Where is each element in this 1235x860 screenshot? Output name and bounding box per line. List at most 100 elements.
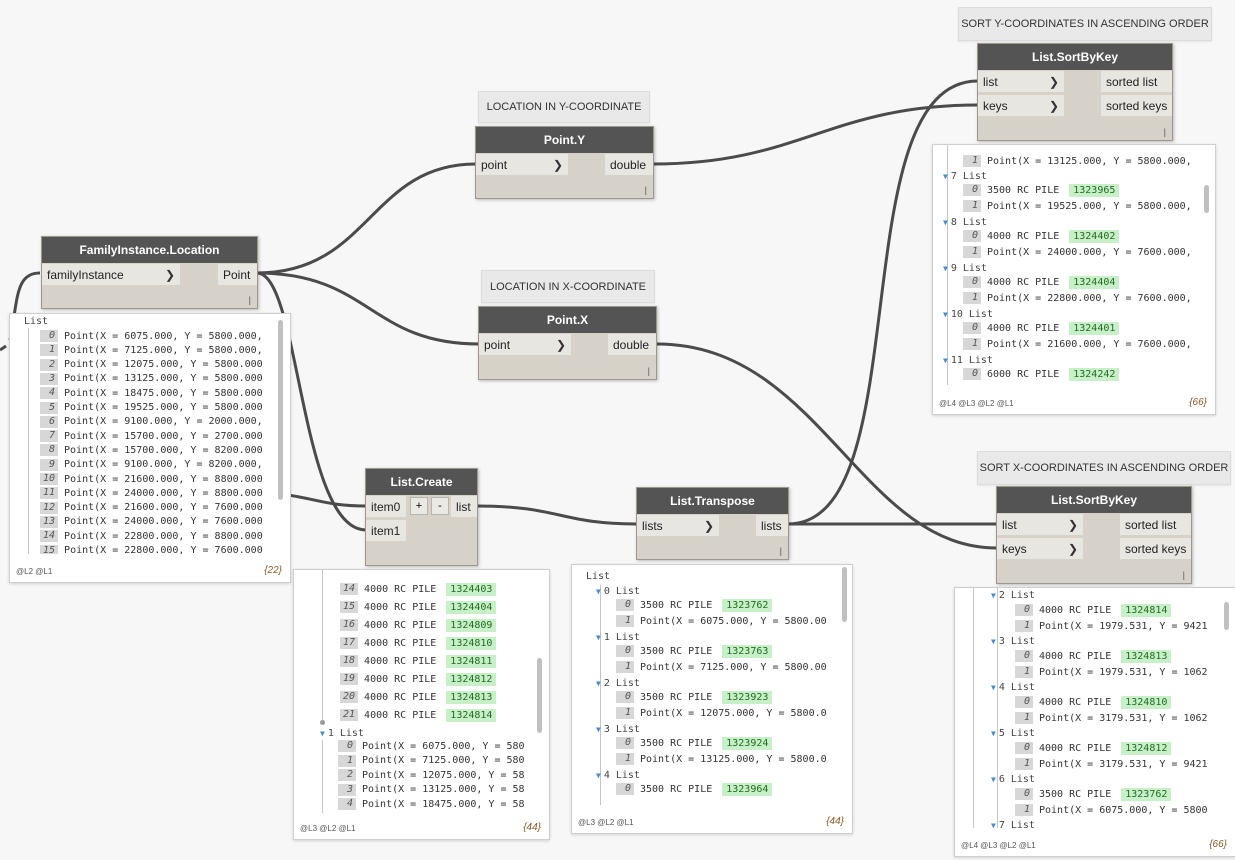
- input-port-point[interactable]: point❯: [479, 334, 571, 355]
- node-point-x[interactable]: Point.X point❯ double |: [478, 306, 657, 380]
- lacing-indicator[interactable]: |: [1182, 570, 1185, 580]
- list-group-header[interactable]: ▼7 List: [991, 818, 1035, 829]
- input-port-item0[interactable]: item0: [366, 496, 406, 517]
- lacing-indicator[interactable]: |: [1163, 127, 1166, 137]
- node-list-transpose[interactable]: List.Transpose lists❯ lists |: [636, 487, 789, 560]
- output-port-sorted-list[interactable]: sorted list: [1120, 514, 1191, 535]
- scrollbar[interactable]: [1224, 602, 1229, 630]
- input-port-list[interactable]: list❯: [978, 71, 1064, 92]
- add-input-button[interactable]: +: [410, 497, 428, 515]
- list-group-header[interactable]: ▼1 List: [596, 630, 640, 644]
- output-port-lists[interactable]: lists: [756, 515, 788, 536]
- output-port-sorted-keys[interactable]: sorted keys: [1120, 538, 1191, 559]
- list-group-header[interactable]: ▼2 List: [596, 676, 640, 690]
- remove-input-button[interactable]: -: [431, 497, 449, 515]
- input-port-list[interactable]: list❯: [997, 514, 1083, 535]
- input-port-keys[interactable]: keys❯: [997, 538, 1083, 559]
- list-group-header[interactable]: ▼3 List: [991, 634, 1035, 648]
- note-location-y[interactable]: LOCATION IN Y-COORDINATE: [478, 91, 650, 123]
- output-port-double[interactable]: double: [608, 334, 656, 355]
- list-group-header[interactable]: ▼0 List: [596, 584, 640, 598]
- node-familyinstance-location[interactable]: FamilyInstance.Location familyInstance❯ …: [41, 236, 258, 309]
- note-location-x[interactable]: LOCATION IN X-COORDINATE: [481, 270, 655, 303]
- scrollbar[interactable]: [1204, 185, 1209, 213]
- output-port-double[interactable]: double: [605, 154, 653, 175]
- output-port-list[interactable]: list: [451, 496, 477, 517]
- output-port-sorted-keys[interactable]: sorted keys: [1101, 95, 1172, 116]
- input-port-familyinstance[interactable]: familyInstance❯: [42, 264, 180, 285]
- scrollbar[interactable]: [278, 320, 283, 500]
- lacing-indicator[interactable]: |: [248, 295, 251, 305]
- lacing-indicator[interactable]: |: [647, 366, 650, 376]
- list-group-header[interactable]: ▼7 List: [943, 169, 987, 183]
- list-group-header[interactable]: ▼11 List: [943, 353, 993, 367]
- output-port-point[interactable]: Point: [218, 264, 257, 285]
- list-group-header[interactable]: ▼4 List: [991, 680, 1035, 694]
- input-port-keys[interactable]: keys❯: [978, 95, 1064, 116]
- output-port-sorted-list[interactable]: sorted list: [1101, 71, 1172, 92]
- list-group-header[interactable]: ▼9 List: [943, 261, 987, 275]
- list-group-header[interactable]: ▼5 List: [991, 726, 1035, 740]
- note-sort-x[interactable]: SORT X-COORDINATES IN ASCENDING ORDER: [977, 451, 1231, 485]
- node-sortbykey-x[interactable]: List.SortByKey list❯ keys❯ sorted list s…: [996, 486, 1192, 584]
- node-sortbykey-y[interactable]: List.SortByKey list❯ keys❯ sorted list s…: [977, 43, 1173, 141]
- lacing-indicator[interactable]: |: [644, 185, 647, 195]
- input-port-item1[interactable]: item1: [366, 520, 406, 541]
- scrollbar[interactable]: [842, 567, 847, 622]
- scrollbar[interactable]: [537, 658, 542, 733]
- list-group-header[interactable]: ▼6 List: [991, 772, 1035, 786]
- input-port-point[interactable]: point❯: [476, 154, 568, 175]
